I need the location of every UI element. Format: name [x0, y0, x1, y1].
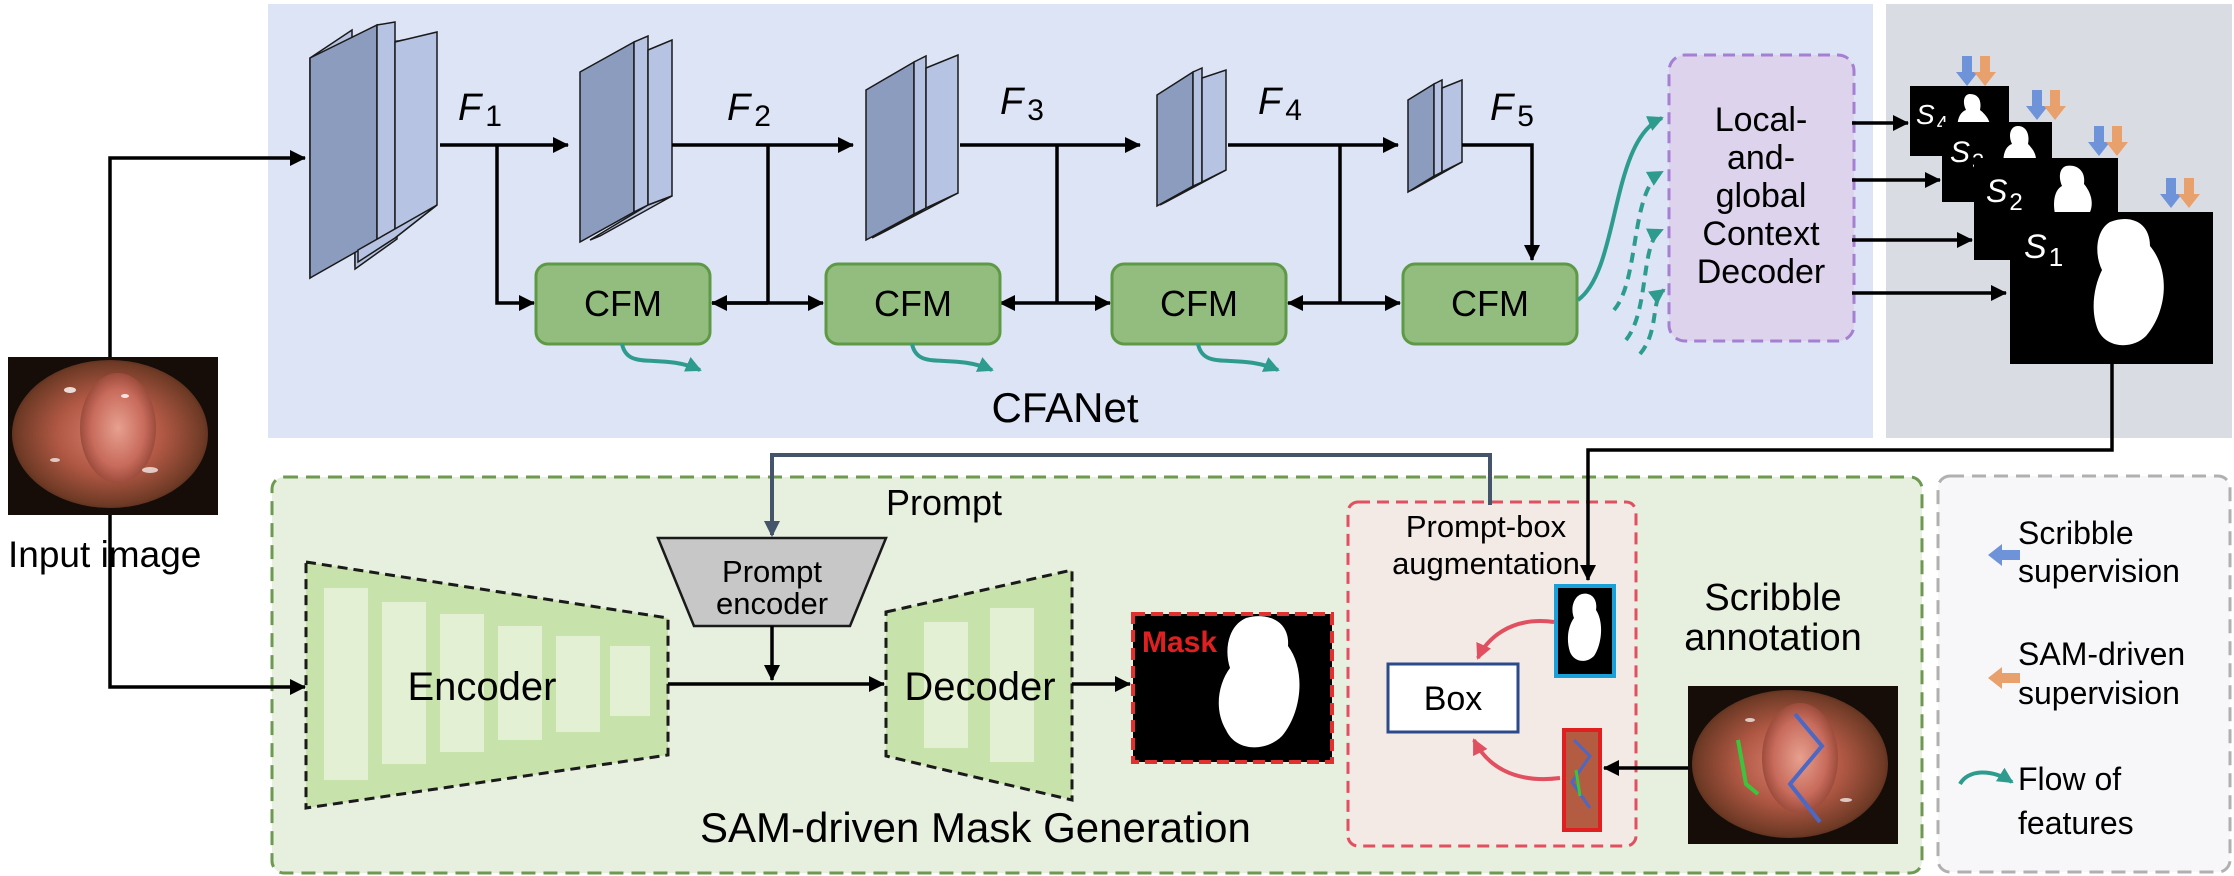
output-mask-s1: S1	[2010, 212, 2213, 364]
mask-label: Mask	[1142, 626, 1217, 659]
blue-arrow-icon	[2160, 178, 2182, 208]
legend-item-sam: SAM-driven supervision	[1988, 636, 2185, 711]
orange-arrow-icon	[1988, 667, 2020, 689]
decoder-line-1: Local-	[1715, 101, 1808, 139]
teal-curve-icon	[1958, 767, 2014, 786]
scribble-annotation-line-2: annotation	[1684, 617, 1862, 659]
scribble-annotation-line-1: Scribble	[1704, 577, 1841, 619]
dashed-flow-1	[1612, 170, 1664, 312]
prompt-encoder: Prompt encoder	[656, 536, 888, 628]
orange-arrow-icon	[2044, 90, 2066, 120]
decoder-label: Decoder	[904, 665, 1055, 709]
cfm-box-1: CFM	[534, 262, 712, 346]
blue-arrow-icon	[2026, 90, 2048, 120]
output-label-s1: S1	[2024, 228, 2063, 272]
prompt-encoder-line-2: encoder	[716, 586, 828, 621]
scribble-to-box-arrow	[1472, 738, 1561, 782]
cfanet-label: CFANet	[991, 384, 1138, 431]
feature-block-3	[865, 53, 959, 242]
box-label: Box	[1424, 680, 1483, 718]
s4-supervision-arrows	[1956, 56, 1996, 86]
cfm2-flow-curve	[910, 343, 994, 372]
dashed-flow-2	[1624, 228, 1664, 342]
feature-block-1	[309, 21, 438, 280]
f5-to-cfm4-arrow	[1462, 143, 1540, 261]
cfm-label: CFM	[1451, 283, 1529, 324]
context-decoder: Local- and- global Context Decoder	[1667, 53, 1856, 343]
legend-item-flow: Flow of features	[1958, 761, 2134, 841]
blue-arrow-icon	[2088, 126, 2110, 156]
cfm-label: CFM	[874, 283, 952, 324]
cfm-box-4: CFM	[1401, 262, 1579, 346]
blue-arrow-icon	[1956, 56, 1978, 86]
encoder-label: Encoder	[408, 665, 557, 709]
legend-flow-line-2: features	[2018, 805, 2134, 841]
cfm4-to-decoder-flow	[1576, 116, 1664, 302]
augmentation-line-2: augmentation	[1392, 546, 1580, 581]
generated-mask: Mask	[1131, 612, 1334, 764]
dashed-flow-3	[1638, 288, 1666, 356]
augmentation-scribble-thumb	[1562, 728, 1602, 832]
decoder-line-2: and-	[1727, 139, 1795, 177]
orange-arrow-icon	[2106, 126, 2128, 156]
input-to-encoder-arrow	[108, 515, 306, 695]
feature-block-4	[1156, 66, 1227, 208]
cfm-label: CFM	[584, 283, 662, 324]
input-to-backbone-arrow	[108, 150, 306, 357]
s2-supervision-arrows	[2088, 126, 2128, 156]
cfm-label: CFM	[1160, 283, 1238, 324]
cfanet-panel	[268, 4, 1873, 438]
feature-block-5	[1407, 78, 1463, 194]
prompt-encoder-line-1: Prompt	[722, 554, 822, 589]
legend-scribble-line-1: Scribble	[2018, 515, 2134, 551]
orange-arrow-icon	[2178, 178, 2200, 208]
s1-to-augmentation-arrow	[1580, 364, 2114, 581]
image-encoder: Encoder	[304, 560, 670, 810]
cfm1-flow-curve	[620, 343, 702, 372]
cfm-box-2: CFM	[824, 262, 1002, 346]
mask-decoder: Decoder	[884, 568, 1074, 802]
orange-arrow-icon	[1974, 56, 1996, 86]
legend-flow-line-1: Flow of	[2018, 761, 2121, 797]
decoder-line-4: Context	[1702, 215, 1820, 253]
decoder-line-3: global	[1716, 177, 1807, 215]
feature-block-2	[579, 34, 673, 244]
prompt-feedback-line	[764, 453, 1492, 537]
legend-scribble-line-2: supervision	[2018, 553, 2180, 589]
s1-supervision-arrows	[2160, 178, 2200, 208]
input-image	[8, 357, 218, 515]
input-image-label: Input image	[8, 534, 201, 575]
sam-label: SAM-driven Mask Generation	[700, 804, 1251, 851]
augmentation-line-1: Prompt-box	[1406, 509, 1567, 544]
cfm-box-3: CFM	[1110, 262, 1288, 346]
output-label-s2: S2	[1986, 173, 2023, 216]
box-node: Box	[1386, 662, 1520, 734]
blue-arrow-icon	[1988, 544, 2020, 566]
cfm3-flow-curve	[1196, 343, 1280, 372]
mask-to-box-arrow	[1476, 619, 1555, 660]
prompt-label: Prompt	[886, 482, 1002, 523]
legend-item-scribble: Scribble supervision	[1988, 515, 2180, 589]
f1-to-cfm1-arrow	[495, 145, 535, 311]
decoder-line-5: Decoder	[1697, 253, 1826, 291]
augmentation-mask-thumb	[1554, 584, 1616, 678]
legend-sam-line-2: supervision	[2018, 675, 2180, 711]
scribble-annotation-image	[1688, 686, 1898, 844]
s3-supervision-arrows	[2026, 90, 2066, 120]
legend-sam-line-1: SAM-driven	[2018, 636, 2185, 672]
